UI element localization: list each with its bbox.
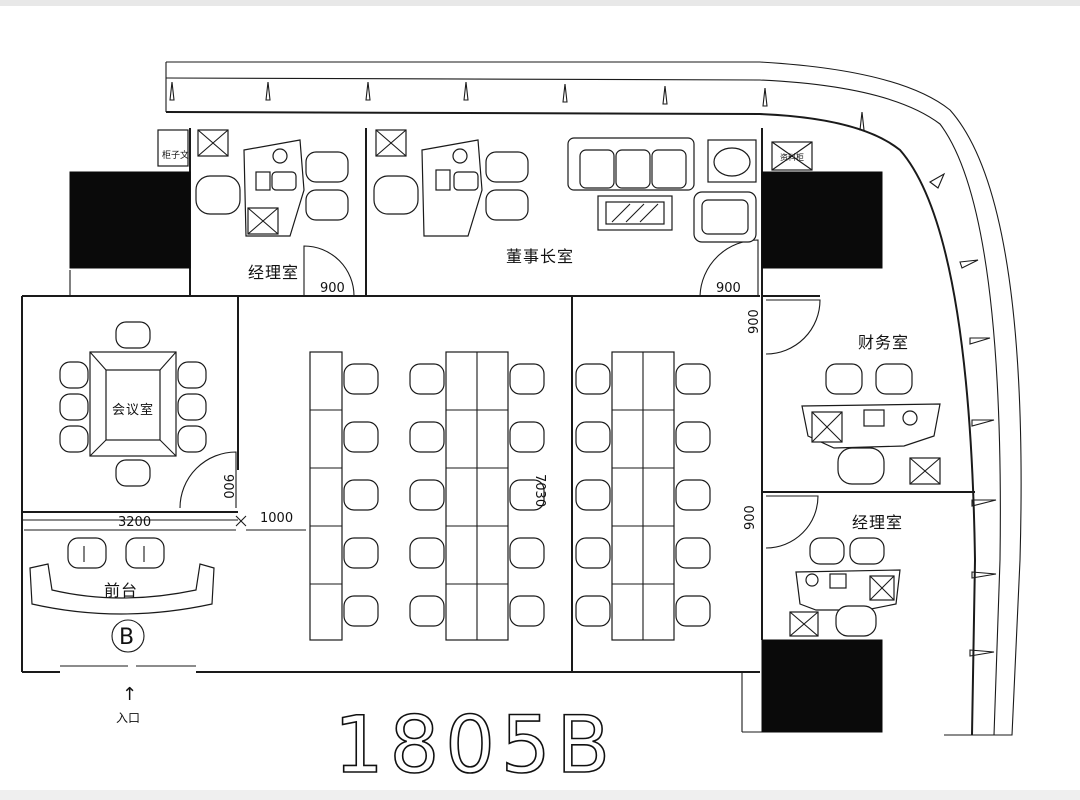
dim-door-finance: 900 bbox=[747, 309, 762, 334]
open-office-workstations bbox=[309, 351, 711, 641]
room-label-finance: 财务室 bbox=[858, 333, 909, 352]
entrance-label: 入口 bbox=[116, 711, 140, 725]
dim-reception-width: 3200 bbox=[118, 515, 151, 530]
room-label-reception: 前台 bbox=[104, 581, 138, 600]
marker-b-label: B bbox=[119, 625, 135, 650]
bottom-band bbox=[0, 790, 1080, 800]
finance-room-furniture bbox=[801, 363, 941, 485]
dim-corridor-width: 1000 bbox=[260, 511, 293, 526]
structural-column bbox=[69, 171, 191, 269]
manager-room-right-furniture bbox=[789, 537, 901, 637]
unit-title: 1805B bbox=[334, 701, 616, 791]
cabinet-label: 柜子文 bbox=[162, 149, 189, 161]
marker-b-circle bbox=[111, 619, 145, 653]
structural-column bbox=[761, 171, 883, 269]
dim-door-meeting: 900 bbox=[220, 474, 235, 499]
dim-office-depth: 7030 bbox=[532, 474, 547, 507]
entrance-arrow-icon: ↑ bbox=[122, 684, 138, 705]
dim-door-manager-right: 900 bbox=[743, 505, 758, 530]
mullion-marks bbox=[169, 81, 997, 657]
structural-column bbox=[761, 639, 883, 733]
chairman-room-furniture bbox=[373, 129, 813, 243]
room-label-meeting: 会议室 bbox=[112, 402, 154, 418]
curved-facade bbox=[165, 61, 1022, 736]
dim-door-chairman: 900 bbox=[716, 281, 741, 296]
dimension-lines bbox=[24, 515, 306, 531]
top-band bbox=[0, 0, 1080, 6]
room-label-manager-right: 经理室 bbox=[852, 513, 903, 532]
cabinet-label-right: 资料柜 bbox=[780, 152, 804, 162]
room-label-manager-top: 经理室 bbox=[248, 263, 299, 282]
dim-door-manager: 900 bbox=[320, 281, 345, 296]
reception-furniture bbox=[29, 537, 215, 667]
manager-room-top-furniture bbox=[157, 129, 349, 237]
meeting-room-furniture bbox=[59, 321, 207, 487]
room-label-chairman: 董事长室 bbox=[506, 247, 574, 266]
